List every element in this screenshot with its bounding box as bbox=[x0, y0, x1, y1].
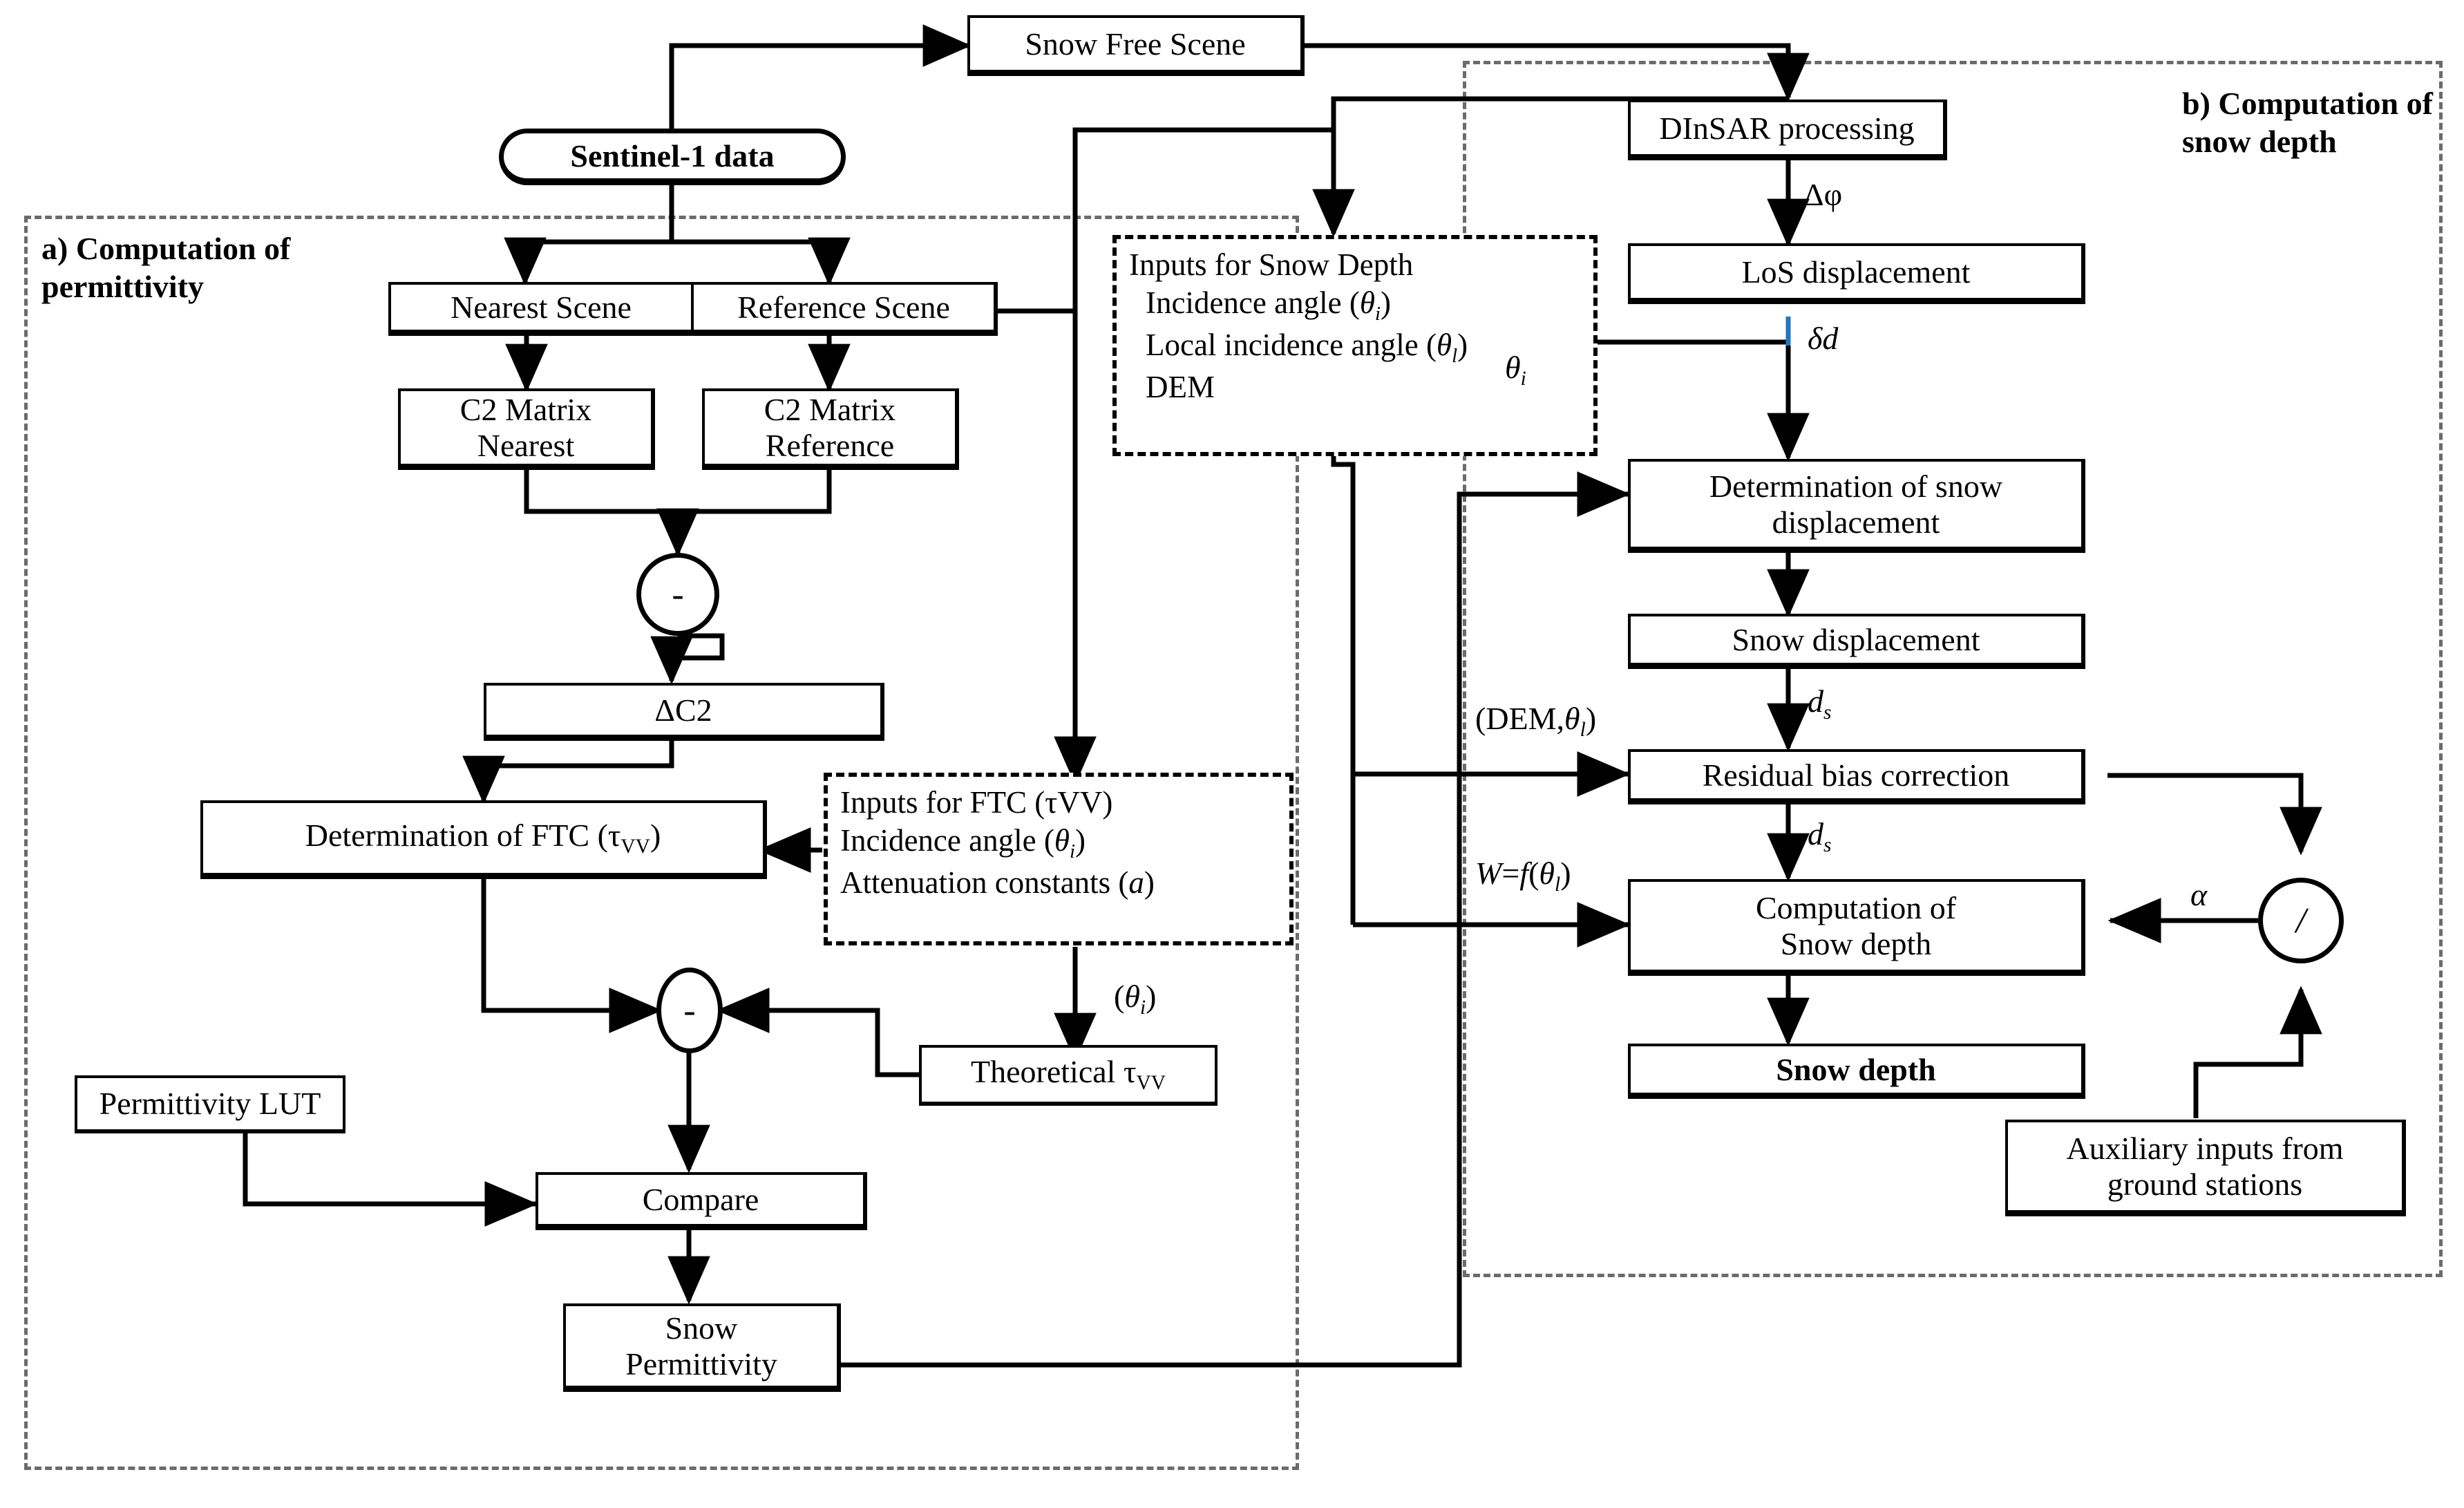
operator-subtract-c2: - bbox=[636, 553, 719, 636]
section-label-permittivity: a) Computation of permittivity bbox=[41, 231, 291, 305]
node-theoretical-tau-label: Theoretical τVV bbox=[971, 1054, 1166, 1095]
section-frame-snow-depth bbox=[1463, 61, 2443, 1277]
input-group-ftc-item-0: Incidence angle (θi) bbox=[840, 822, 1086, 863]
input-group-snow-depth-item-1: Local incidence angle (θl) bbox=[1146, 328, 1468, 368]
edge-label-theta-i-paren: (θi) bbox=[1114, 979, 1157, 1019]
node-snow-permittivity[interactable]: Snow Permittivity bbox=[563, 1303, 841, 1392]
divide-symbol: / bbox=[2295, 901, 2306, 941]
node-snow-displacement[interactable]: Snow displacement bbox=[1628, 614, 2085, 669]
node-sentinel1-data[interactable]: Sentinel-1 data bbox=[499, 129, 846, 185]
edge-label-dem-theta-l: (DEM,θl) bbox=[1475, 701, 1597, 742]
section-label-snow-depth: b) Computation of snow depth bbox=[2182, 86, 2433, 160]
node-c2-matrix-reference[interactable]: C2 Matrix Reference bbox=[702, 388, 959, 470]
node-snow-depth[interactable]: Snow depth bbox=[1628, 1044, 2085, 1099]
node-c2-matrix-nearest[interactable]: C2 Matrix Nearest bbox=[398, 388, 655, 470]
input-group-ftc[interactable]: Inputs for FTC (τVV) Incidence angle (θi… bbox=[824, 773, 1293, 945]
edge-label-delta-phi: Δφ bbox=[1803, 177, 1843, 212]
operator-divide: / bbox=[2258, 878, 2344, 963]
node-permittivity-lut[interactable]: Permittivity LUT bbox=[75, 1075, 345, 1133]
node-residual-bias-correction[interactable]: Residual bias correction bbox=[1628, 749, 2085, 804]
node-auxiliary-inputs[interactable]: Auxiliary inputs from ground stations bbox=[2005, 1120, 2406, 1216]
node-determination-ftc[interactable]: Determination of FTC (τVV) bbox=[200, 800, 767, 879]
input-group-snow-depth-header: Inputs for Snow Depth bbox=[1129, 247, 1414, 282]
operator-subtract-tau: - bbox=[656, 968, 723, 1053]
edge-label-theta-i-los: θi bbox=[1505, 350, 1526, 390]
node-computation-snow-depth[interactable]: Computation of Snow depth bbox=[1628, 879, 2085, 976]
node-snow-free-scene[interactable]: Snow Free Scene bbox=[967, 15, 1305, 76]
edge-label-alpha: α bbox=[2190, 877, 2208, 912]
node-reference-scene[interactable]: Reference Scene bbox=[691, 285, 994, 330]
node-theoretical-tau[interactable]: Theoretical τVV bbox=[919, 1045, 1217, 1106]
node-compare[interactable]: Compare bbox=[536, 1172, 867, 1230]
edge-label-ds-2: ds bbox=[1808, 816, 1832, 857]
input-group-ftc-item-1: Attenuation constants (a) bbox=[840, 865, 1155, 901]
node-nearest-scene[interactable]: Nearest Scene bbox=[451, 290, 632, 325]
node-determination-snow-displacement[interactable]: Determination of snow displacement bbox=[1628, 459, 2085, 553]
edge-label-w-f-theta-l: W=f(θl) bbox=[1475, 856, 1571, 896]
node-los-displacement[interactable]: LoS displacement bbox=[1628, 243, 2085, 304]
input-group-snow-depth-item-2: DEM bbox=[1146, 370, 1215, 405]
edge-label-delta-d: δd bbox=[1808, 321, 1839, 356]
edge-label-ds-1: ds bbox=[1808, 684, 1832, 724]
node-scene-pair[interactable]: Nearest Scene Reference Scene bbox=[388, 282, 998, 336]
input-group-snow-depth-item-0: Incidence angle (θi) bbox=[1146, 285, 1391, 325]
input-group-ftc-header: Inputs for FTC (τVV) bbox=[840, 785, 1113, 820]
node-delta-c2[interactable]: ΔC2 bbox=[484, 683, 884, 741]
node-determination-ftc-label: Determination of FTC (τVV) bbox=[305, 817, 661, 858]
node-dinsar-processing[interactable]: DInSAR processing bbox=[1628, 100, 1947, 160]
section-frame-permittivity bbox=[24, 216, 1299, 1470]
input-group-snow-depth[interactable]: Inputs for Snow Depth Incidence angle (θ… bbox=[1112, 235, 1598, 456]
